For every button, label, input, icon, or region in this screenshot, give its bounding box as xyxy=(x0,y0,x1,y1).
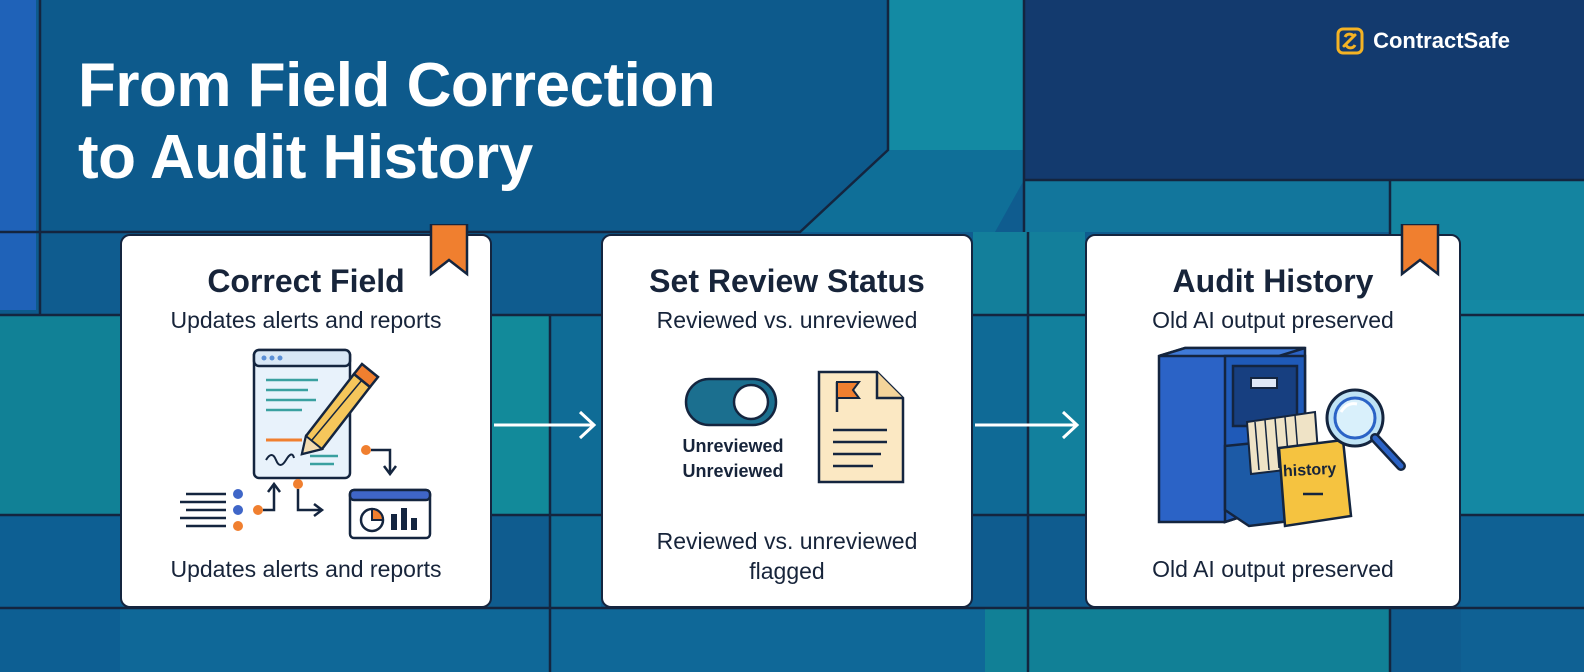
bookmark-ribbon-icon xyxy=(1400,224,1440,277)
bookmark-ribbon-icon xyxy=(429,224,469,277)
arrow-right-icon xyxy=(494,410,597,440)
step-caption: Updates alerts and reports xyxy=(170,556,442,582)
title-line-2: to Audit History xyxy=(78,123,533,192)
magnifier-icon xyxy=(1325,388,1406,471)
step-heading: Correct Field xyxy=(207,263,405,299)
step-subtitle: Reviewed vs. unreviewed xyxy=(656,307,918,333)
step-card-audit-history: Audit History Old AI output preserved hi… xyxy=(1085,224,1461,608)
step-caption-line: Reviewed vs. unreviewed xyxy=(656,528,918,554)
dashboard-chart-icon xyxy=(348,488,432,540)
toggle-switch-icon[interactable] xyxy=(683,374,783,430)
step-heading: Set Review Status xyxy=(649,263,925,299)
file-cabinet-icon xyxy=(1157,346,1406,528)
toggle-label-line: Unreviewed xyxy=(682,436,784,456)
toggle-label-line: Unreviewed xyxy=(682,461,784,481)
title-line-1: From Field Correction xyxy=(78,51,716,120)
flagged-document-icon xyxy=(817,370,905,484)
data-flow-icon xyxy=(180,445,397,531)
step-card-set-review-status: Set Review Status Reviewed vs. unreviewe… xyxy=(601,234,973,608)
step-subtitle: Old AI output preserved xyxy=(1152,307,1394,333)
pencil-icon xyxy=(300,362,380,456)
step-caption: Old AI output preserved xyxy=(1152,556,1394,582)
brand-name: ContractSafe xyxy=(1373,28,1510,53)
step-caption-line: flagged xyxy=(749,558,825,584)
step-caption: Reviewed vs. unreviewed flagged xyxy=(603,526,971,586)
step-heading: Audit History xyxy=(1172,263,1374,299)
contractsafe-logo-icon xyxy=(1336,27,1364,55)
step-subtitle: Updates alerts and reports xyxy=(170,307,442,333)
folder-label: history xyxy=(1282,460,1337,481)
document-edit-icon xyxy=(180,348,432,540)
step-card-correct-field: Correct Field Updates alerts and reports xyxy=(120,224,492,608)
brand-logo: ContractSafe xyxy=(1335,24,1510,58)
toggle-label: Unreviewed Unreviewed xyxy=(663,434,803,484)
page-title: From Field Correction to Audit History xyxy=(78,50,716,194)
arrow-right-icon xyxy=(975,410,1080,440)
